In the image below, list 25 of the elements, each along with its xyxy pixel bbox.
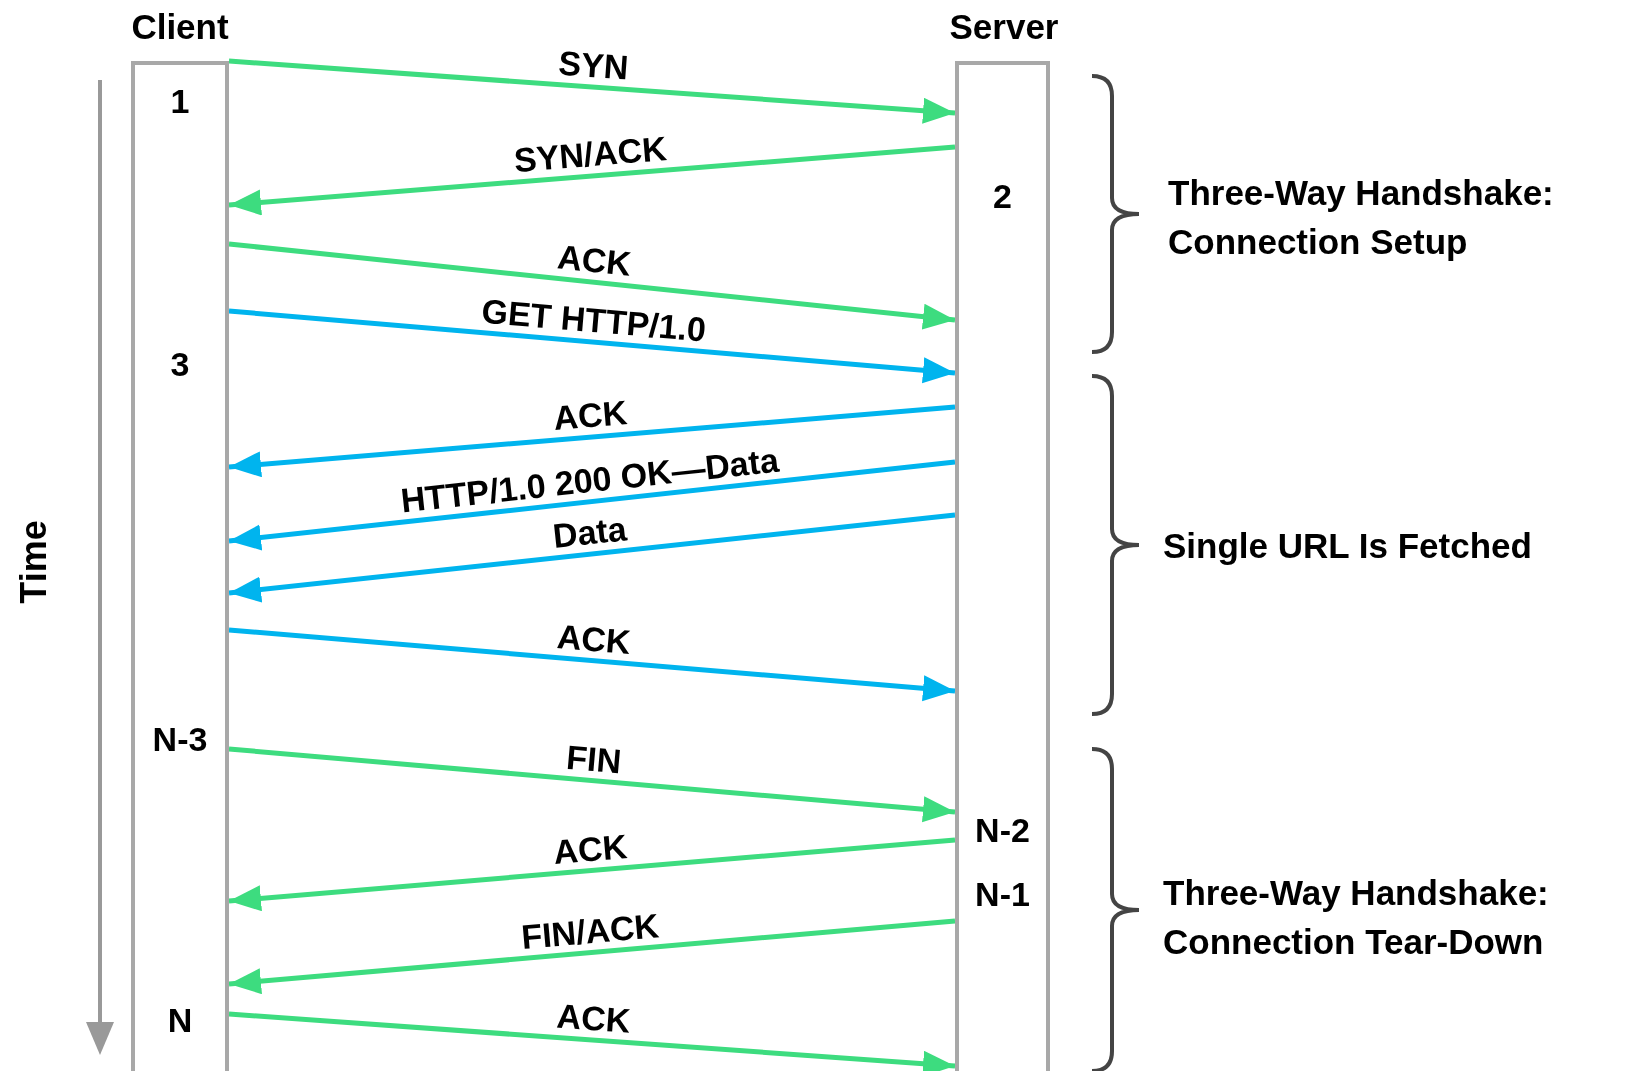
step-number: 1 [169, 81, 191, 121]
arrow [228, 58, 956, 124]
step-number: N-2 [974, 810, 1031, 850]
step-number: N-1 [974, 874, 1031, 914]
step-number: N-3 [151, 719, 209, 759]
arrow [228, 512, 956, 603]
step-number: 2 [992, 176, 1013, 216]
arrow [228, 459, 956, 551]
phase-label: Three-Way Handshake: Connection Tear-Down [1163, 872, 1550, 963]
arrow [228, 241, 956, 330]
step-number: 3 [169, 344, 191, 384]
arrow [228, 627, 956, 702]
arrow [228, 837, 956, 912]
phase-label: Single URL Is Fetched [1163, 525, 1533, 567]
arrow [228, 404, 956, 478]
phase-label: Three-Way Handshake: Connection Setup [1168, 172, 1555, 263]
arrow [228, 1011, 956, 1071]
arrow [228, 144, 956, 216]
lifeline-heading: Server [948, 7, 1060, 47]
arrow [228, 746, 956, 823]
lifeline-heading: Client [130, 7, 230, 47]
arrow [228, 918, 956, 995]
step-number: N [166, 1000, 194, 1040]
axis-label: Time [13, 520, 55, 604]
arrow [228, 308, 956, 384]
